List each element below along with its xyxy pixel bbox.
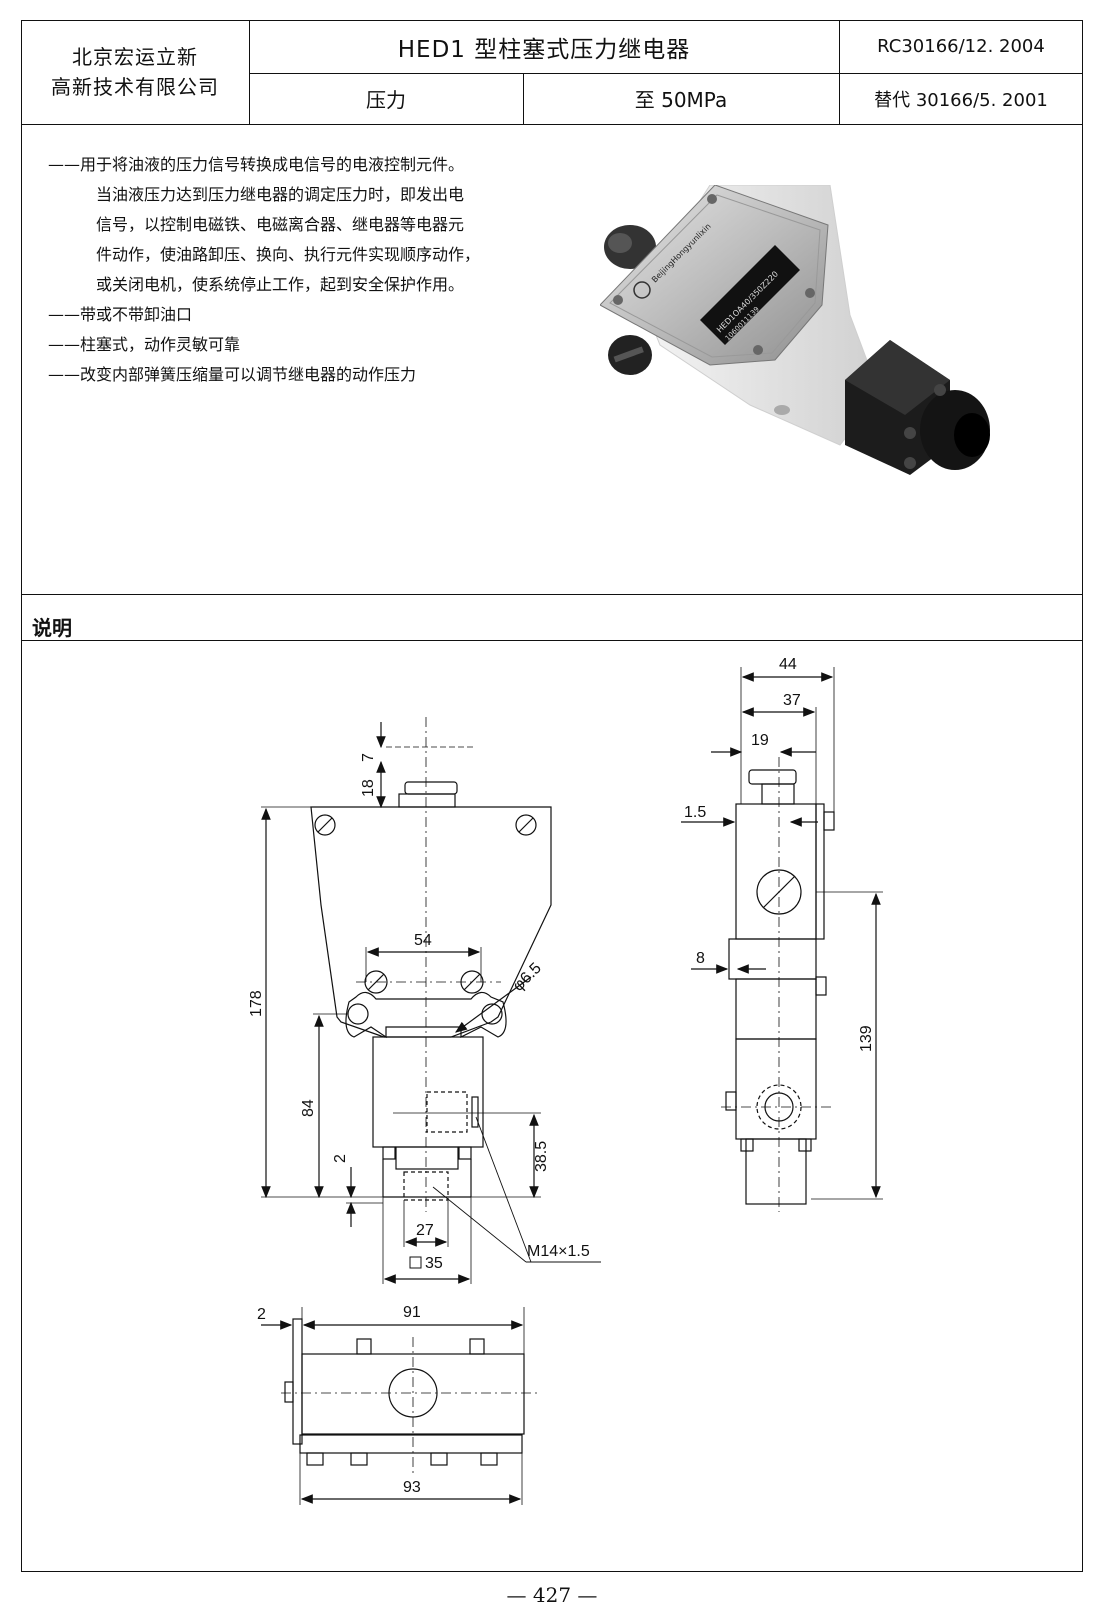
dim-1-5: 1.5	[684, 804, 706, 821]
header-col-divider-2	[839, 20, 840, 124]
description-line: 当油液压力达到压力继电器的调定压力时，即发出电	[96, 185, 465, 204]
product-photo: HED1OA40/350Z220 1060011139 BeijingHongy…	[600, 185, 990, 475]
feature-bullet: ——改变内部弹簧压缩量可以调节继电器的动作压力	[48, 365, 417, 384]
param-value: 至 50MPa	[634, 88, 728, 112]
dim-37: 37	[783, 692, 801, 709]
dim-38-5: 38.5	[533, 1141, 550, 1172]
header-col-divider-1	[249, 20, 250, 124]
technical-drawing: 7 18 178 84 2 54 φ6.5 38.5 27	[248, 656, 883, 1505]
dim-19: 19	[751, 732, 769, 749]
company-name: 北京宏运立新 高新技术有限公司	[21, 20, 249, 124]
dim-2-front: 2	[332, 1154, 349, 1163]
dim-44: 44	[779, 656, 797, 673]
dim-84: 84	[300, 1099, 317, 1117]
product-title: HED1 型柱塞式压力继电器	[397, 36, 691, 63]
header-divider-bottom	[21, 124, 1083, 125]
product-description: ——用于将油液的压力信号转换成电信号的电液控制元件。 当油液压力达到压力继电器的…	[48, 150, 588, 390]
dim-27: 27	[416, 1222, 434, 1239]
dim-8: 8	[696, 950, 705, 967]
thread-label: M14×1.5	[527, 1243, 590, 1260]
page-frame	[21, 20, 1083, 1572]
dim-54: 54	[414, 932, 432, 949]
header-col-divider-3	[523, 73, 524, 124]
page-number: — 427 —	[506, 1583, 598, 1607]
description-line: 件动作，使油路卸压、换向、执行元件实现顺序动作，	[96, 245, 481, 264]
company-line-2: 高新技术有限公司	[51, 75, 219, 99]
feature-bullet: ——带或不带卸油口	[48, 305, 193, 324]
section-divider-top	[21, 594, 1083, 595]
description-line: 信号，以控制电磁铁、电磁离合器、继电器等电器元	[96, 215, 465, 234]
dim-2-bottom: 2	[257, 1306, 266, 1323]
document-code: RC30166/12. 2004	[877, 36, 1045, 57]
param-label: 压力	[366, 88, 406, 112]
header-divider-mid	[249, 73, 1083, 74]
dim-square-35: 35	[425, 1255, 443, 1272]
section-divider-bottom	[21, 640, 1083, 641]
dim-7: 7	[360, 753, 377, 762]
company-line-1: 北京宏运立新	[72, 45, 198, 69]
front-view: 7 18 178 84 2 54 φ6.5 38.5 27	[248, 717, 601, 1284]
dim-91: 91	[403, 1304, 421, 1321]
dim-hole-dia: φ6.5	[510, 960, 545, 995]
side-view: 44 37 19 1.5 8 139	[681, 656, 883, 1212]
description-line: ——用于将油液的压力信号转换成电信号的电液控制元件。	[48, 155, 465, 174]
dim-18: 18	[360, 779, 377, 797]
section-label: 说明	[32, 616, 72, 640]
dim-93: 93	[403, 1479, 421, 1496]
bottom-view: 2 91 93	[257, 1304, 541, 1505]
replaces-code: 替代 30166/5. 2001	[874, 89, 1048, 111]
feature-bullet: ——柱塞式，动作灵敏可靠	[48, 335, 241, 354]
dim-178: 178	[248, 990, 265, 1017]
dim-139: 139	[858, 1025, 875, 1052]
description-line: 或关闭电机，使系统停止工作，起到安全保护作用。	[96, 275, 465, 294]
